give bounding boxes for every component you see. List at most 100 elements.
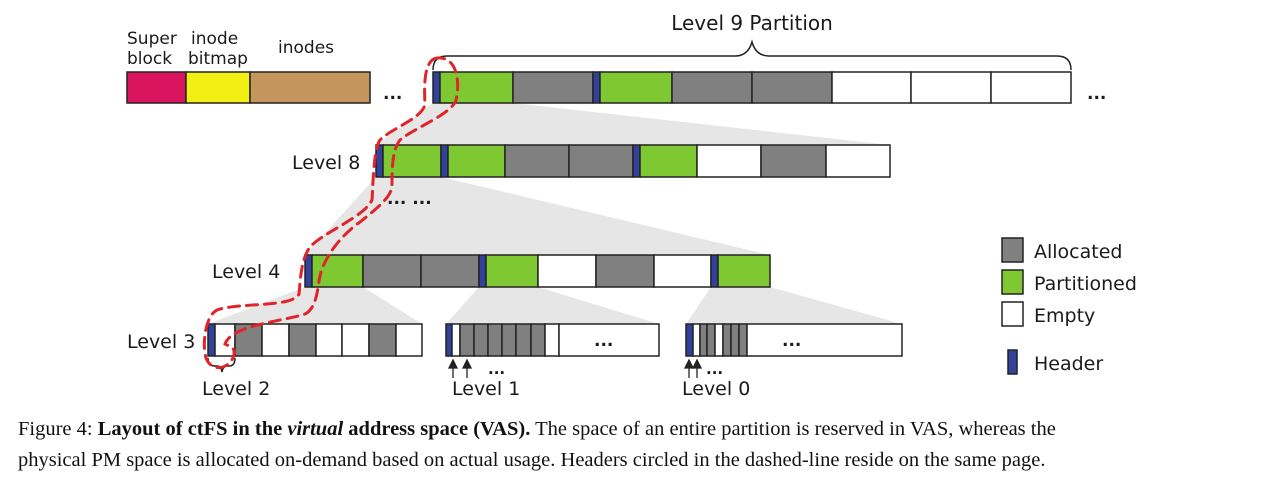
superblock-label-line2: block <box>127 49 172 69</box>
level4-header-2 <box>478 254 487 288</box>
legend-allocated-swatch <box>1001 237 1024 263</box>
caption-title-italic: virtual <box>287 418 344 440</box>
level4-block-7 <box>653 254 712 288</box>
inode-bitmap-label-line1: inode <box>191 29 238 49</box>
level3c-block-3 <box>706 323 716 357</box>
level3c-block-1 <box>692 323 701 357</box>
superblock-label-line1: Super <box>127 29 177 49</box>
same-page-header-outline <box>202 56 460 369</box>
level3b-block-1 <box>451 323 461 357</box>
level3b-block-4 <box>487 323 503 357</box>
zoom-projections <box>208 103 902 324</box>
inodes-block <box>249 71 371 104</box>
level2-label: Level 2 <box>202 378 270 400</box>
level3c-block-2 <box>699 323 708 357</box>
zoom-level4-a-to-level3 <box>208 287 422 324</box>
level3c-block-7 <box>738 323 748 357</box>
level8-block-5 <box>639 144 698 178</box>
level3-group-c <box>685 323 903 357</box>
level3a-block-5 <box>315 323 343 357</box>
level0-label: Level 0 <box>682 378 750 400</box>
level1-label: Level 1 <box>452 378 520 400</box>
caption-body-line2: physical PM space is allocated on-demand… <box>18 449 1046 471</box>
level3b-block-6 <box>515 323 532 357</box>
caption-title-part2: address space (VAS). <box>348 418 531 440</box>
level3c-block-4 <box>714 323 724 357</box>
level3a-block-2 <box>234 323 263 357</box>
level3-label: Level 3 <box>127 331 195 353</box>
level4-block-5 <box>537 254 597 288</box>
figure-caption: Figure 4: Layout of ctFS in the virtual … <box>18 414 1268 476</box>
level3b-block-7 <box>530 323 546 357</box>
level4-label: Level 4 <box>212 261 280 283</box>
legend-header-label: Header <box>1034 353 1103 375</box>
level3b-block-2 <box>459 323 475 357</box>
level8-block-8 <box>825 144 891 178</box>
caption-line-1: Figure 4: Layout of ctFS in the virtual … <box>18 414 1268 445</box>
zoom-level4-c-to-level3 <box>686 287 902 324</box>
level8-header-3 <box>632 144 641 178</box>
caption-figure-label: Figure 4: <box>18 418 93 440</box>
level4-block-6 <box>595 254 655 288</box>
level9-block-7 <box>910 71 992 104</box>
level3a-block-8 <box>395 323 423 357</box>
fs-metadata-bar <box>126 71 371 104</box>
level4-block-3 <box>420 254 480 288</box>
level3a-block-3 <box>261 323 290 357</box>
level3a-block-1 <box>214 323 236 357</box>
level8-block-2 <box>447 144 506 178</box>
level9-label: Level 9 Partition <box>671 11 833 35</box>
level9-bar <box>432 71 1072 104</box>
level4-bar <box>304 254 771 288</box>
level4-header-3 <box>710 254 719 288</box>
level9-block-5 <box>751 71 833 104</box>
level3c-block-6 <box>730 323 740 357</box>
caption-body-line1: The space of an entire partition is rese… <box>535 418 1056 440</box>
caption-title-part1: Layout of ctFS in the <box>97 418 283 440</box>
ellipsis-between-levels: ... ... <box>387 189 432 209</box>
level9-block-4 <box>671 71 753 104</box>
level4-block-4 <box>485 254 539 288</box>
level3b-block-9 <box>558 323 660 357</box>
level8-bar <box>375 144 891 178</box>
level3a-header <box>207 323 216 357</box>
level9-block-8 <box>990 71 1072 104</box>
level3b-header <box>445 323 453 357</box>
level3-group-a <box>207 323 423 357</box>
level9-block-1 <box>439 71 514 104</box>
level9-block-2 <box>512 71 594 104</box>
level9-brace <box>432 39 1072 71</box>
level4-block-2 <box>362 254 422 288</box>
level3a-block-4 <box>288 323 317 357</box>
legend-empty-label: Empty <box>1034 305 1095 327</box>
level0-ellipsis: ... <box>706 360 723 378</box>
level8-header-2 <box>440 144 449 178</box>
legend-allocated-label: Allocated <box>1034 241 1122 263</box>
ctfs-layout-diagram: Super block inode bitmap inodes ... Leve… <box>126 11 1137 400</box>
level8-block-7 <box>760 144 827 178</box>
level3c-block-8 <box>746 323 903 357</box>
zoom-level8-to-level4 <box>305 177 770 255</box>
level4-header <box>304 254 313 288</box>
level3b-block-3 <box>473 323 489 357</box>
level3c-ellipsis: ... <box>782 331 801 351</box>
level3c-header <box>685 323 694 357</box>
legend: Allocated Partitioned Empty Header <box>1001 237 1137 375</box>
level0-arrows <box>683 358 703 378</box>
level3b-block-8 <box>544 323 560 357</box>
inode-bitmap-block <box>185 71 251 104</box>
level9-block-3 <box>599 71 673 104</box>
level4-block-8 <box>717 254 771 288</box>
level8-label: Level 8 <box>292 152 360 174</box>
level8-block-6 <box>696 144 762 178</box>
legend-header-swatch <box>1007 349 1018 375</box>
level1-ellipsis: ... <box>488 360 505 378</box>
level3b-block-5 <box>501 323 517 357</box>
ellipsis-after-inodes: ... <box>383 84 402 104</box>
caption-line-2: physical PM space is allocated on-demand… <box>18 445 1268 476</box>
legend-partitioned-swatch <box>1001 269 1024 295</box>
level1-arrows <box>447 358 473 378</box>
level8-block-4 <box>568 144 634 178</box>
level3a-block-6 <box>341 323 370 357</box>
legend-partitioned-label: Partitioned <box>1034 273 1137 295</box>
